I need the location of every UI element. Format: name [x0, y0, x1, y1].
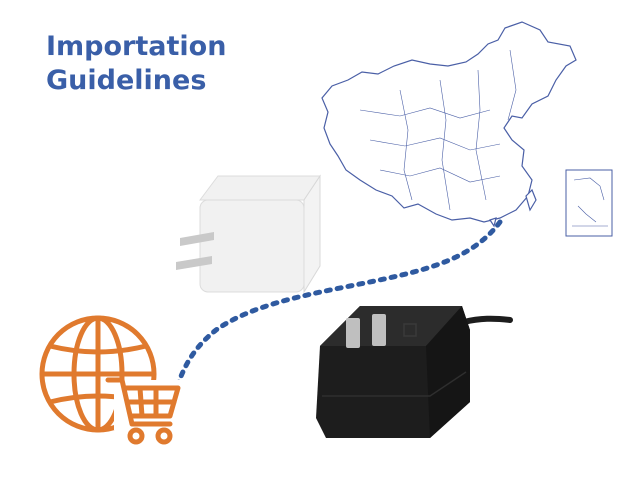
- white-usb-charger: [176, 174, 321, 294]
- shopping-cart-icon: [105, 377, 182, 445]
- globe-icon: [39, 315, 157, 433]
- china-map-illustration: [321, 21, 577, 228]
- page-title: Importation Guidelines: [46, 30, 226, 98]
- black-power-adapter: [316, 306, 513, 438]
- shipping-route-dotted-line: [175, 219, 503, 387]
- title-line-1: Importation: [46, 31, 227, 62]
- map-inset-box: [565, 169, 613, 237]
- title-line-2: Guidelines: [46, 65, 207, 96]
